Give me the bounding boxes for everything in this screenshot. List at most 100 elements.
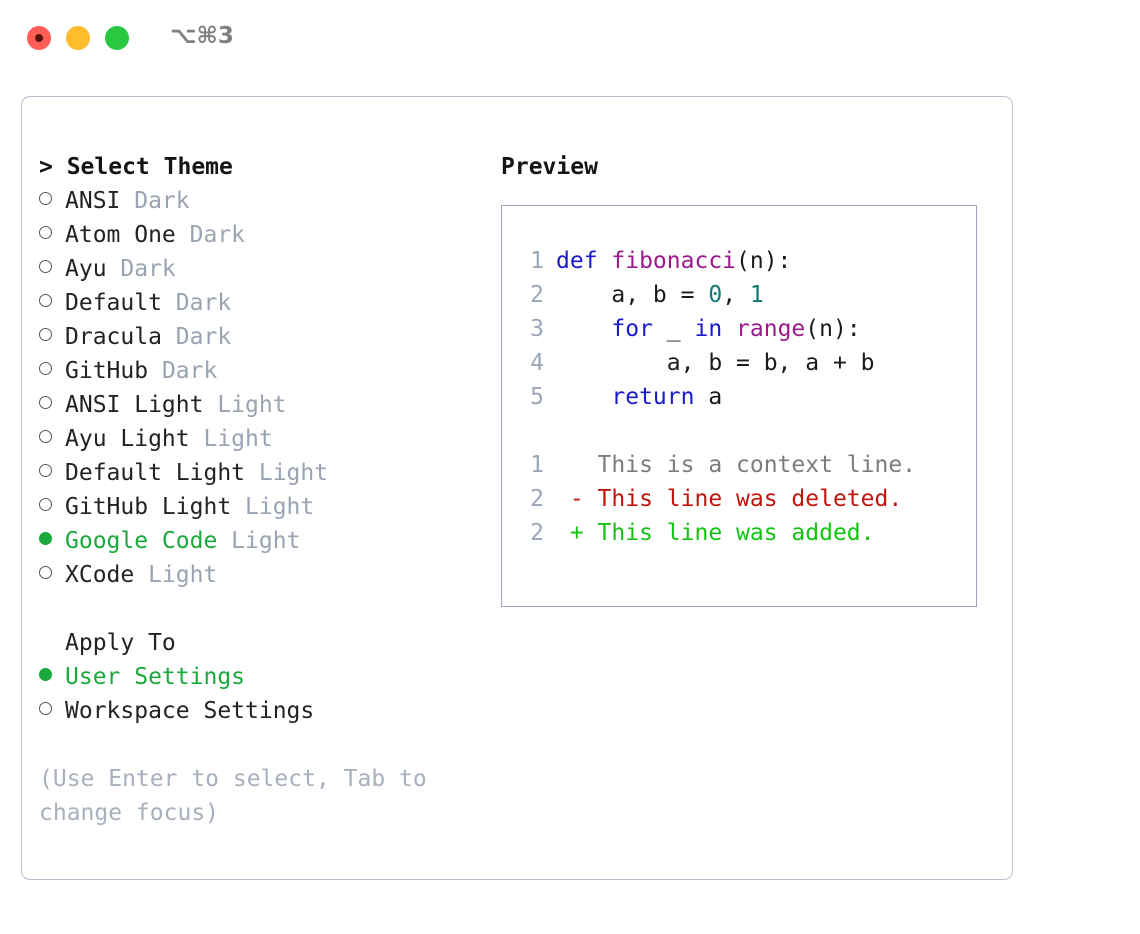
code-line: 5 return a (516, 380, 968, 414)
radio-unselected-icon[interactable] (39, 456, 65, 490)
radio-unselected-icon[interactable] (39, 218, 65, 252)
title-bar: ⌥⌘3 (0, 0, 1140, 78)
apply-to-option[interactable]: Workspace Settings (39, 694, 499, 728)
radio-dot (39, 566, 52, 579)
theme-option[interactable]: Google Code Light (39, 524, 499, 558)
radio-dot (39, 702, 52, 715)
theme-option[interactable]: GitHub Dark (39, 354, 499, 388)
line-number: 2 (530, 486, 544, 512)
radio-dot (39, 328, 52, 341)
theme-option-variant: Light (217, 528, 301, 554)
theme-option[interactable]: Default Light Light (39, 456, 499, 490)
token-add: + This line was added. (556, 520, 875, 546)
theme-option[interactable]: XCode Light (39, 558, 499, 592)
line-number: 2 (530, 282, 544, 308)
diff-line: 2 + This line was added. (516, 516, 968, 550)
theme-option-variant: Dark (106, 256, 176, 282)
theme-option-label: ANSI Light (65, 392, 204, 418)
radio-unselected-icon[interactable] (39, 694, 65, 728)
theme-option[interactable]: Default Dark (39, 286, 499, 320)
theme-option-label: Default Light (65, 460, 246, 486)
code-line: 3 for _ in range(n): (516, 312, 968, 346)
radio-unselected-icon[interactable] (39, 320, 65, 354)
code-line: 1 def fibonacci(n): (516, 244, 968, 278)
token-fn: fibonacci (611, 248, 737, 274)
token-plain: a, b = b, a + b (556, 350, 875, 376)
diff-line: 1 This is a context line. (516, 448, 968, 482)
radio-unselected-icon[interactable] (39, 388, 65, 422)
token-fn: range (736, 316, 806, 342)
radio-dot (39, 396, 52, 409)
theme-option[interactable]: GitHub Light Light (39, 490, 499, 524)
code-line: 2 a, b = 0, 1 (516, 278, 968, 312)
theme-option-label: Ayu Light (65, 426, 190, 452)
theme-option-variant: Light (203, 392, 287, 418)
radio-selected-icon[interactable] (39, 660, 65, 694)
radio-unselected-icon[interactable] (39, 286, 65, 320)
code-text: def fibonacci(n): (556, 244, 791, 278)
theme-option-variant: Dark (120, 188, 190, 214)
token-num: 0 (708, 282, 723, 308)
code-spacer (516, 414, 968, 448)
radio-dot (39, 260, 52, 273)
apply-to-option-label: User Settings (65, 664, 246, 690)
theme-option[interactable]: ANSI Dark (39, 184, 499, 218)
token-plain: , (722, 282, 750, 308)
token-plain: a (694, 384, 723, 410)
radio-unselected-icon[interactable] (39, 558, 65, 592)
theme-option-label: Atom One (65, 222, 176, 248)
theme-option[interactable]: ANSI Light Light (39, 388, 499, 422)
token-plain (556, 384, 611, 410)
token-ctx: This is a context line. (556, 452, 917, 478)
code-line: 4 a, b = b, a + b (516, 346, 968, 380)
theme-option[interactable]: Ayu Dark (39, 252, 499, 286)
theme-option[interactable]: Ayu Light Light (39, 422, 499, 456)
token-kw: in (694, 316, 737, 342)
token-plain: a, b = (556, 282, 709, 308)
radio-unselected-icon[interactable] (39, 490, 65, 524)
radio-dot (39, 498, 52, 511)
code-text: a, b = 0, 1 (556, 278, 763, 312)
line-number: 5 (530, 384, 544, 410)
close-button[interactable] (27, 26, 51, 50)
theme-option-label: Dracula (65, 324, 162, 350)
theme-option[interactable]: Dracula Dark (39, 320, 499, 354)
code-text: This is a context line. (556, 448, 917, 482)
theme-option-label: XCode (65, 562, 135, 588)
radio-dot (39, 294, 52, 307)
preview-header: Preview (501, 154, 598, 180)
window-controls (27, 26, 129, 50)
radio-unselected-icon[interactable] (39, 184, 65, 218)
radio-unselected-icon[interactable] (39, 252, 65, 286)
theme-option[interactable]: Atom One Dark (39, 218, 499, 252)
theme-option-label: Default (65, 290, 162, 316)
radio-dot (39, 192, 52, 205)
maximize-button[interactable] (105, 26, 129, 50)
radio-selected-icon[interactable] (39, 524, 65, 558)
minimize-button[interactable] (66, 26, 90, 50)
theme-option-label: GitHub (65, 358, 149, 384)
theme-option-variant: Light (231, 494, 315, 520)
token-plain: (n): (736, 248, 792, 274)
theme-option-variant: Dark (161, 324, 232, 350)
line-number: 1 (530, 248, 544, 274)
theme-option-label: GitHub Light (65, 494, 232, 520)
apply-to-option[interactable]: User Settings (39, 660, 499, 694)
theme-option-variant: Dark (175, 222, 246, 248)
radio-unselected-icon[interactable] (39, 422, 65, 456)
select-theme-header: > Select Theme (39, 154, 233, 180)
theme-option-variant: Light (189, 426, 273, 452)
apply-to-header: Apply To (65, 630, 176, 656)
radio-unselected-icon[interactable] (39, 354, 65, 388)
radio-dot (39, 668, 52, 681)
diff-block: 1 This is a context line. 2 - This line w… (516, 448, 968, 550)
line-number: 1 (530, 452, 544, 478)
token-del: - This line was deleted. (556, 486, 903, 512)
keyboard-hint-text: (Use Enter to select, Tab to change focu… (39, 766, 441, 826)
